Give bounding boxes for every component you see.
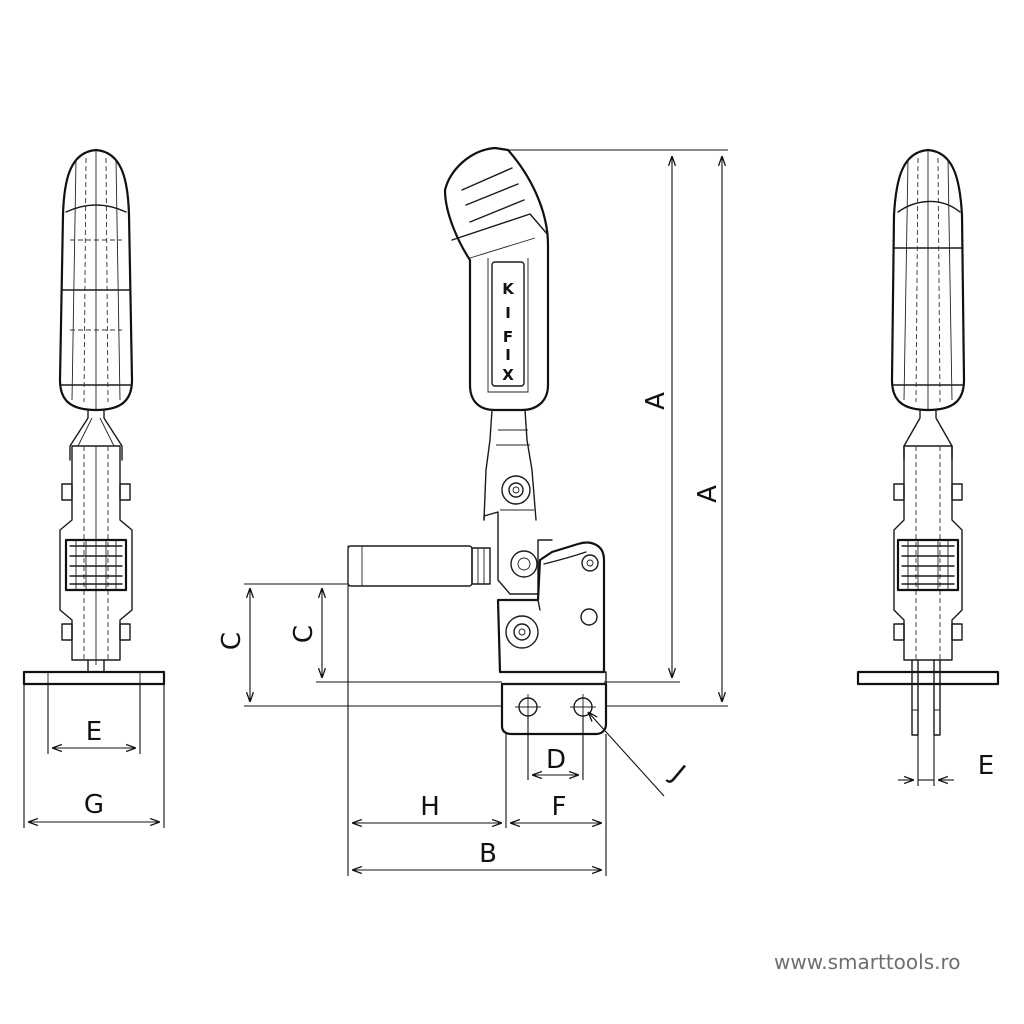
center-side-view: K I F I X: [347, 146, 608, 736]
website-url: www.smarttools.ro: [774, 950, 961, 974]
kifix-logo-x: X: [502, 366, 514, 384]
label-c-inner: C: [289, 625, 319, 643]
label-j: J: [664, 759, 691, 788]
label-e-left: E: [86, 717, 102, 747]
label-h: H: [420, 792, 440, 822]
label-a-outer: A: [693, 485, 723, 503]
left-end-view: [22, 148, 166, 686]
dimension-lines: [23, 149, 954, 876]
kifix-logo-k: K: [502, 280, 515, 298]
label-c-outer: C: [217, 632, 247, 650]
label-b: B: [479, 839, 497, 869]
right-end-view: [856, 148, 1000, 736]
kifix-logo-i2: I: [505, 346, 511, 364]
label-g: G: [84, 790, 104, 820]
dimension-labels: A A C C D H F B J E G E: [84, 392, 994, 869]
label-a-inner: A: [641, 392, 671, 410]
label-d: D: [546, 745, 566, 775]
label-e-right: E: [978, 751, 994, 781]
kifix-logo-i1: I: [505, 304, 511, 322]
label-f: F: [552, 792, 567, 822]
kifix-logo-f: F: [503, 328, 513, 346]
